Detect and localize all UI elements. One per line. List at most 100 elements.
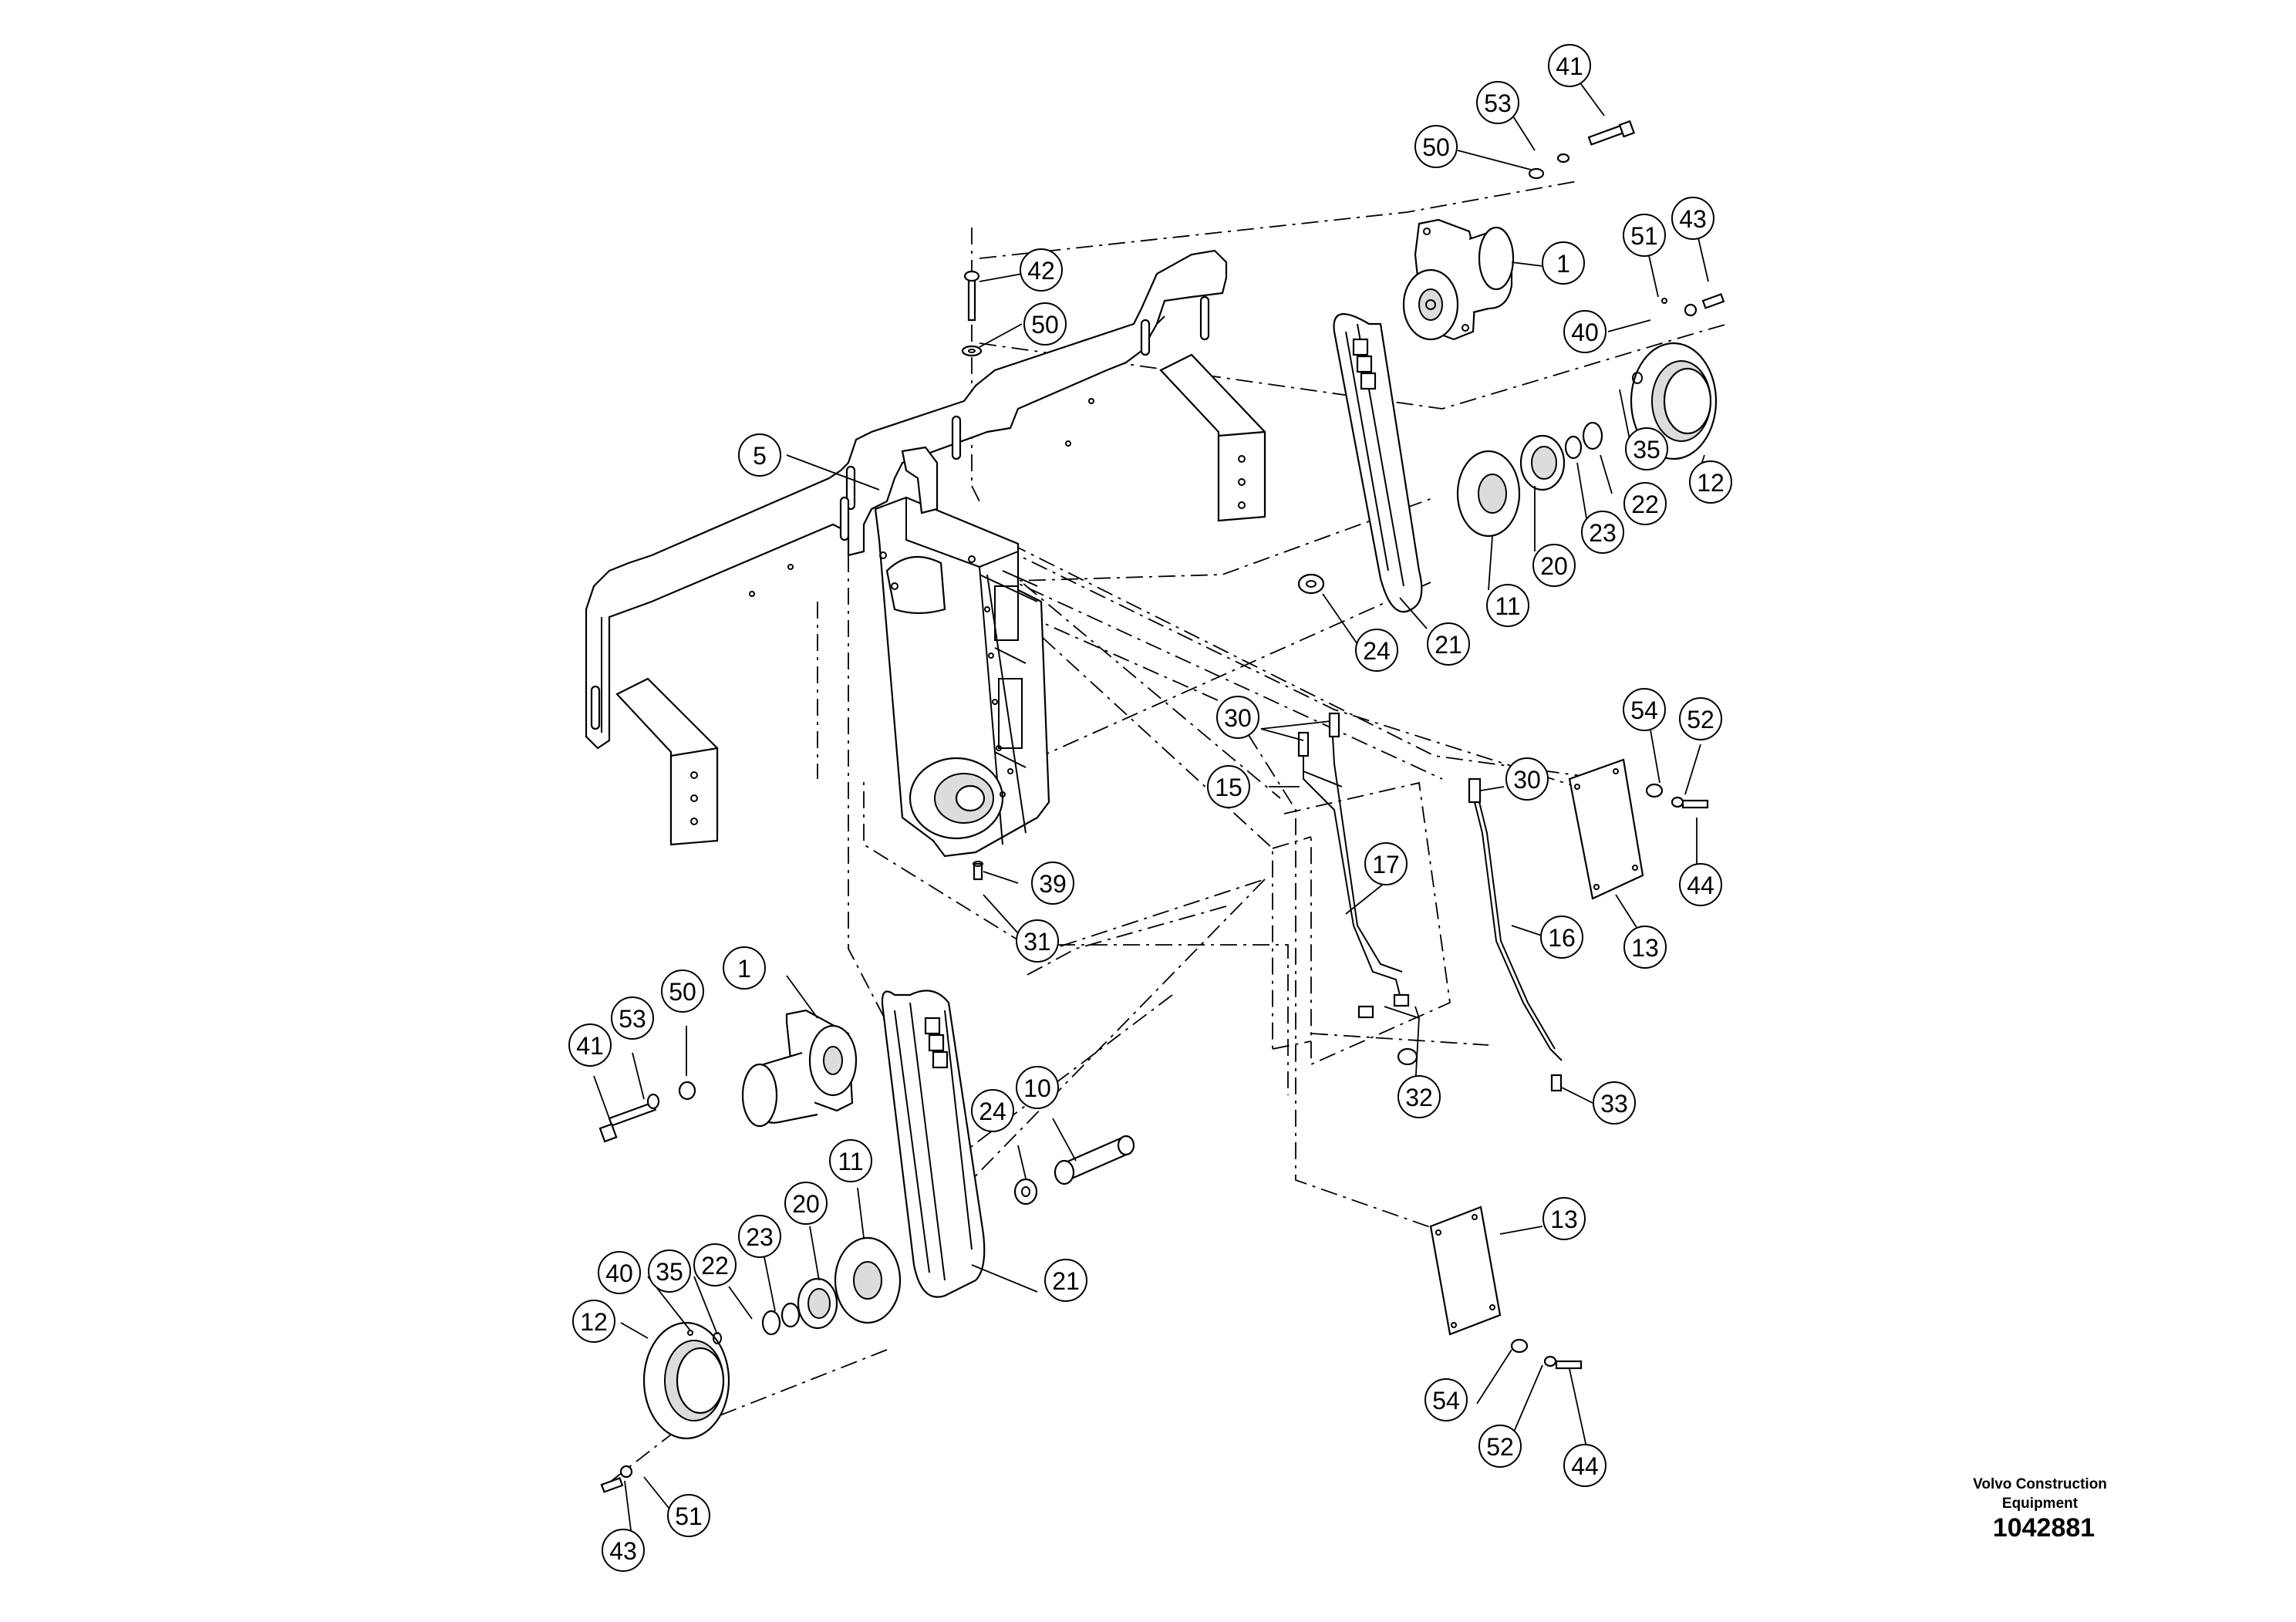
upper-motor — [1402, 120, 1636, 341]
chain-case — [874, 446, 1050, 858]
svg-text:43: 43 — [609, 1537, 637, 1565]
callout-44: 44 — [1563, 1444, 1607, 1487]
svg-text:13: 13 — [1631, 934, 1659, 962]
svg-text:41: 41 — [1556, 52, 1583, 80]
callout-22: 22 — [693, 1243, 737, 1286]
callout-43: 43 — [602, 1529, 645, 1572]
svg-text:40: 40 — [605, 1259, 633, 1287]
svg-text:20: 20 — [792, 1190, 820, 1218]
callout-35: 35 — [648, 1249, 691, 1293]
svg-text:31: 31 — [1023, 928, 1051, 956]
callout-13: 13 — [1542, 1197, 1586, 1240]
bolt-42 — [961, 270, 983, 357]
callout-54: 54 — [1424, 1378, 1468, 1421]
svg-text:21: 21 — [1435, 631, 1462, 659]
svg-text:33: 33 — [1600, 1090, 1628, 1118]
svg-text:11: 11 — [1495, 592, 1520, 620]
callout-11: 11 — [1486, 584, 1529, 627]
callout-39: 39 — [1031, 862, 1074, 905]
svg-text:52: 52 — [1687, 706, 1714, 733]
svg-text:30: 30 — [1224, 704, 1252, 732]
drawing-number: 1042881 — [1992, 1513, 2095, 1543]
svg-text:51: 51 — [675, 1502, 703, 1530]
svg-text:51: 51 — [1630, 222, 1658, 250]
callouts: 41 53 50 1 51 43 40 35 12 42 50 5 22 23 … — [568, 44, 1732, 1572]
callout-13: 13 — [1623, 926, 1667, 969]
callout-44: 44 — [1679, 863, 1722, 906]
svg-text:50: 50 — [669, 978, 696, 1006]
callout-50: 50 — [1023, 302, 1067, 346]
svg-text:43: 43 — [1679, 205, 1707, 233]
upper-chain — [1333, 313, 1423, 613]
callout-30: 30 — [1505, 757, 1549, 801]
svg-text:35: 35 — [1633, 436, 1660, 464]
callout-41: 41 — [1548, 44, 1591, 87]
svg-text:40: 40 — [1571, 319, 1599, 346]
svg-text:16: 16 — [1548, 924, 1576, 952]
svg-text:23: 23 — [746, 1223, 774, 1251]
svg-text:54: 54 — [1432, 1387, 1460, 1415]
callout-40: 40 — [1563, 310, 1607, 353]
svg-text:1: 1 — [1556, 250, 1570, 278]
callout-32: 32 — [1397, 1075, 1441, 1118]
callout-11: 11 — [829, 1139, 872, 1182]
svg-text:50: 50 — [1422, 133, 1450, 161]
alignment-lines — [601, 180, 1728, 1489]
callout-20: 20 — [784, 1182, 828, 1225]
svg-text:52: 52 — [1486, 1433, 1514, 1461]
grease-lines — [973, 712, 1563, 1092]
svg-text:12: 12 — [580, 1308, 608, 1336]
callout-41: 41 — [568, 1023, 612, 1067]
callout-20: 20 — [1532, 544, 1576, 587]
svg-text:1: 1 — [737, 955, 751, 983]
callout-12: 12 — [1689, 460, 1732, 504]
upper-drive-parts — [1297, 293, 1725, 595]
frame-slot — [839, 496, 850, 541]
cover-plate-lower — [1397, 1047, 1583, 1370]
callout-21: 21 — [1044, 1259, 1087, 1302]
callout-52: 52 — [1679, 697, 1722, 740]
frame-slot — [1199, 295, 1210, 341]
callout-42: 42 — [1020, 248, 1063, 292]
svg-text:15: 15 — [1215, 774, 1242, 801]
svg-text:42: 42 — [1027, 257, 1055, 285]
svg-text:21: 21 — [1052, 1267, 1080, 1295]
callout-51: 51 — [1623, 214, 1666, 257]
frame-slot — [951, 415, 962, 460]
svg-text:24: 24 — [979, 1098, 1006, 1125]
frame-slot — [590, 685, 601, 730]
callout-21: 21 — [1427, 622, 1470, 666]
lower-motor — [598, 1009, 858, 1143]
svg-text:23: 23 — [1589, 519, 1617, 547]
callout-15: 15 — [1207, 765, 1250, 808]
svg-text:32: 32 — [1405, 1084, 1433, 1111]
callout-10: 10 — [1016, 1066, 1059, 1109]
svg-text:53: 53 — [619, 1005, 646, 1033]
callout-1: 1 — [1542, 241, 1585, 285]
brand-label: Volvo Construction Equipment — [1944, 1475, 2136, 1513]
main-frame — [585, 249, 1266, 846]
svg-text:39: 39 — [1039, 870, 1067, 898]
callout-50: 50 — [1414, 125, 1458, 168]
callout-51: 51 — [667, 1494, 710, 1537]
brand-line-2: Equipment — [2001, 1496, 2079, 1512]
callout-5: 5 — [738, 433, 781, 477]
callout-16: 16 — [1540, 916, 1583, 959]
leader-lines — [593, 80, 1709, 1543]
callout-53: 53 — [611, 996, 654, 1040]
svg-text:17: 17 — [1372, 851, 1400, 878]
callout-53: 53 — [1476, 81, 1519, 124]
svg-text:11: 11 — [838, 1148, 863, 1175]
callout-22: 22 — [1623, 482, 1667, 525]
svg-text:54: 54 — [1630, 696, 1658, 724]
callout-40: 40 — [598, 1251, 641, 1294]
callout-17: 17 — [1364, 842, 1408, 885]
svg-text:24: 24 — [1363, 637, 1391, 665]
callout-52: 52 — [1478, 1425, 1522, 1468]
svg-text:20: 20 — [1540, 552, 1568, 580]
frame-slot — [1140, 319, 1151, 356]
svg-text:44: 44 — [1687, 872, 1714, 899]
callout-54: 54 — [1623, 688, 1666, 731]
lower-drive-parts — [600, 1236, 902, 1493]
